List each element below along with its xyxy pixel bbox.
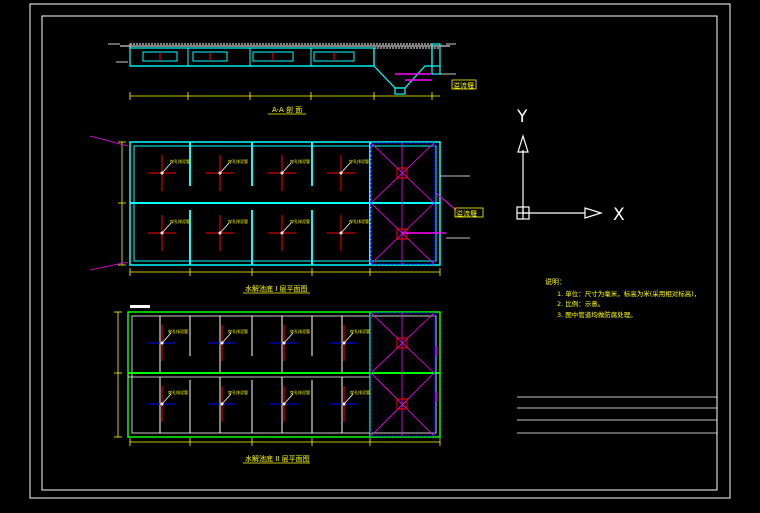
cell-label: 穿孔排泥管 [228,328,248,334]
plan-callout-label: 溢流堰 [456,209,477,218]
cell-label: 穿孔排泥管 [290,158,310,164]
plan-lower-cell: 穿孔排泥管 [330,325,370,361]
section-callout-label: 溢流堰 [453,81,474,90]
plan-upper: 溢流堰 水解池底 I 层平面图 [89,135,484,294]
plan-upper-cell: 穿孔排泥管 [148,215,190,251]
cell-label: 穿孔排泥管 [290,218,310,224]
cell-label: 穿孔排泥管 [290,328,310,334]
section-red-pipes [159,52,335,61]
ucs-icon [516,133,604,220]
cell-label: 穿孔排泥管 [350,389,370,395]
plan-lower-cell: 穿孔排泥管 [208,325,248,361]
section-hopper [373,43,441,95]
section-dimension-line [129,92,440,100]
cell-label: 穿孔排泥管 [349,218,369,224]
note-line: 2. 比例：示意。 [557,299,604,308]
plan-upper-cell: 穿孔排泥管 [327,155,369,191]
plan-upper-cell: 穿孔排泥管 [268,215,310,251]
plan-lower-cell: 穿孔排泥管 [148,325,188,361]
plan-lower-cell: 穿孔排泥管 [148,386,188,422]
notes-heading: 说明： [545,277,566,286]
plan-upper-cell: 穿孔排泥管 [268,155,310,191]
ucs-x-label: X [613,205,625,225]
inner-frame [41,15,718,491]
cell-label: 穿孔排泥管 [168,389,188,395]
cell-label: 穿孔排泥管 [228,158,248,164]
plan-lower-cell: 穿孔排泥管 [208,386,248,422]
plan-upper-cell: 穿孔排泥管 [206,155,248,191]
plan-lower-title: 水解池底 II 层平面图 [245,454,310,463]
cell-label: 穿孔排泥管 [349,158,369,164]
cell-label: 穿孔排泥管 [170,218,190,224]
plan-upper-cell: 穿孔排泥管 [327,215,369,251]
section-title: A-A 剖 面 [272,105,302,114]
cell-label: 穿孔排泥管 [228,218,248,224]
title-block [517,396,717,434]
outer-frame [29,3,731,499]
plan-upper-cell: 穿孔排泥管 [148,155,190,191]
ucs-y-label: Y [516,107,528,127]
plan-lower-cell: 穿孔排泥管 [330,386,370,422]
notes-block: 说明： 1. 单位：尺寸为毫米，标高为米(采用相对标高)， 2. 比例：示意。 … [545,277,700,319]
cell-label: 穿孔排泥管 [228,389,248,395]
note-line: 1. 单位：尺寸为毫米，标高为米(采用相对标高)， [557,289,700,298]
plan-upper-title: 水解池底 I 层平面图 [245,284,308,293]
plan-lower: 水解池底 II 层平面图 [114,305,441,464]
cell-label: 穿孔排泥管 [170,158,190,164]
plan-lower-cell: 穿孔排泥管 [270,386,310,422]
section-baffles [142,48,355,66]
cell-label: 穿孔排泥管 [290,389,310,395]
plan-upper-cell: 穿孔排泥管 [206,215,248,251]
section-aa: 溢流堰 A-A 剖 面 [108,43,477,115]
note-line: 3. 图中管道均做防腐处理。 [557,310,637,319]
cell-label: 穿孔排泥管 [168,328,188,334]
cell-label: 穿孔排泥管 [350,328,370,334]
plan-lower-hopper [370,312,435,437]
plan-lower-cell: 穿孔排泥管 [270,325,310,361]
